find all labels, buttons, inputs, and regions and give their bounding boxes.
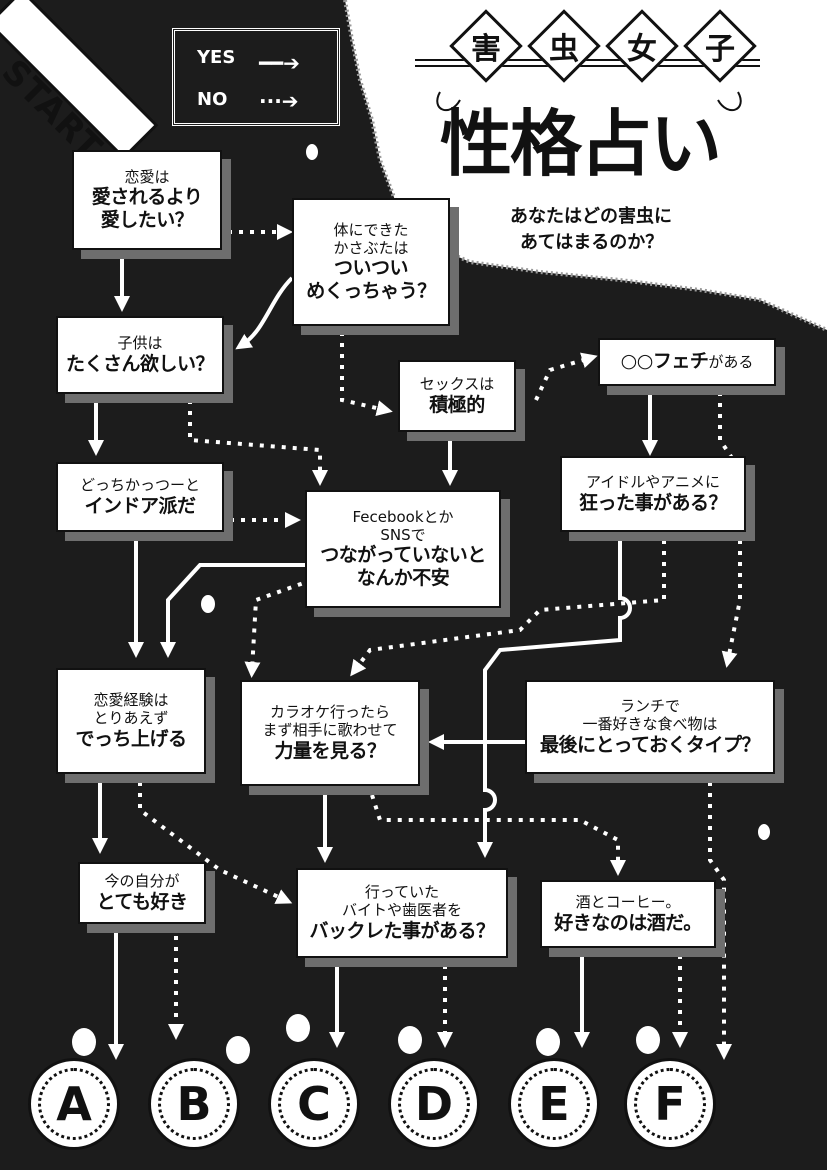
question-box: ランチで 一番好きな食べ物は 最後にとっておくタイプ？ [525, 680, 775, 774]
question-text: かさぶたは [333, 238, 409, 257]
question-text: 恋愛経験は [93, 691, 169, 710]
title-char: 子 [705, 32, 735, 67]
question-text: SNSで [380, 525, 426, 544]
question-box: 行っていた バイトや歯医者を バックレた事がある？ [296, 868, 508, 958]
subtitle-line2: あてはまるのか？ [520, 232, 664, 253]
result-letter: C [278, 1068, 350, 1140]
yes-arrows [88, 258, 658, 1060]
question-box: 酒とコーヒー。 好きなのは酒だ。 [540, 880, 716, 948]
question-text: 好きなのは酒だ。 [554, 911, 702, 934]
result-e: E [508, 1058, 600, 1150]
question-text: 恋愛は [124, 167, 170, 186]
result-letter: E [518, 1068, 590, 1140]
bug-icon [306, 144, 318, 160]
bug-icon [758, 824, 770, 840]
question-text: 一番好きな食べ物は [582, 715, 718, 734]
question-text: でっち上げる [75, 727, 187, 750]
question-text: 今の自分が [104, 872, 180, 891]
title-char: 女 [627, 32, 657, 67]
question-box: セックスは 積極的 [398, 360, 516, 432]
question-text: インドア派だ [84, 494, 196, 517]
no-arrow [138, 782, 293, 904]
legend-no-label: NO [197, 89, 228, 110]
yes-arrow [160, 563, 318, 658]
bug-icon [286, 1014, 310, 1042]
result-a: A [28, 1058, 120, 1150]
question-text: ○○フェチ [620, 350, 709, 373]
question-text: 力量を見る？ [274, 739, 386, 762]
result-d: D [388, 1058, 480, 1150]
question-text: セックスは [419, 375, 495, 394]
no-arrows [138, 224, 742, 1060]
question-box: Fecebookとか SNSで つながっていないと なんか不安 [305, 490, 501, 608]
title-char: 害 [471, 32, 501, 67]
question-box: 子供は たくさん欲しい？ [56, 316, 224, 394]
question-text: 酒とコーヒー。 [575, 893, 681, 912]
question-box: 今の自分が とても好き [78, 862, 206, 924]
no-arrow [534, 352, 598, 401]
result-letter: A [38, 1068, 110, 1140]
bug-icon [201, 595, 215, 613]
question-text: ランチで [619, 697, 680, 716]
question-text: 子供は [117, 334, 163, 353]
no-arrow [708, 782, 732, 1060]
solid-arrow-icon: ━━➔ [259, 51, 300, 75]
question-text: アイドルやアニメに [586, 473, 720, 492]
start-banner [0, 0, 159, 160]
question-text: 積極的 [429, 393, 485, 416]
result-c: C [268, 1058, 360, 1150]
question-box: 体にできた かさぶたは ついつい めくっちゃう？ [292, 198, 450, 326]
no-arrow [350, 540, 666, 677]
bug-icon [398, 1026, 422, 1054]
bug-icon [226, 1036, 250, 1064]
result-letter: F [634, 1068, 706, 1140]
yes-arrow [235, 276, 294, 350]
subtitle-line1: あなたはどの害虫に [510, 206, 672, 227]
question-text: めくっちゃう？ [306, 280, 436, 303]
question-text: 愛されるより [91, 185, 203, 208]
no-arrow [340, 332, 393, 416]
question-text: 行っていた [364, 883, 440, 902]
bug-icon [536, 1028, 560, 1056]
question-text: ついつい [333, 257, 409, 280]
question-box: 恋愛は 愛されるより 愛したい？ [72, 150, 222, 250]
title-char: 虫 [549, 32, 579, 67]
bug-icon [72, 1028, 96, 1056]
question-text: たくさん欲しい？ [65, 352, 215, 375]
question-text: 狂った事がある？ [578, 491, 728, 514]
result-b: B [148, 1058, 240, 1150]
question-text: バイトや歯医者を [341, 901, 462, 920]
question-box: どっちかっつーと インドア派だ [56, 462, 224, 532]
question-box: 恋愛経験は とりあえず でっち上げる [56, 668, 206, 774]
page-title: 性格占い [440, 102, 722, 186]
question-box: カラオケ行ったら まず相手に歌わせて 力量を見る？ [240, 680, 420, 786]
question-text: 愛したい？ [100, 209, 194, 232]
result-letter: D [398, 1068, 470, 1140]
dotted-arrow-icon: ···➔ [259, 89, 299, 113]
question-text: つながっていないと [320, 544, 486, 567]
question-text: バックレた事がある？ [309, 919, 495, 942]
question-text: まず相手に歌わせて [262, 721, 398, 740]
question-text: 最後にとっておくタイプ？ [540, 733, 760, 756]
question-text: Fecebookとか [352, 507, 454, 526]
question-text: どっちかっつーと [79, 476, 200, 495]
yes-arrow [477, 540, 632, 858]
question-text: カラオケ行ったら [269, 703, 390, 722]
question-text: とても好き [96, 890, 188, 913]
result-letter: B [158, 1068, 230, 1140]
bug-icons [72, 144, 770, 1064]
no-arrow [718, 392, 742, 668]
legend-yes-label: YES [197, 47, 236, 68]
no-arrow [370, 794, 626, 876]
legend: YES ━━➔ NO ···➔ [172, 28, 340, 126]
question-box: アイドルやアニメに 狂った事がある？ [560, 456, 746, 532]
question-text: がある [708, 352, 754, 371]
result-f: F [624, 1058, 716, 1150]
question-text: とりあえず [93, 709, 169, 728]
question-box: ○○フェチ がある [598, 338, 776, 386]
question-text: 体にできた [333, 220, 409, 239]
bug-icon [636, 1026, 660, 1054]
question-text: なんか不安 [356, 567, 450, 590]
